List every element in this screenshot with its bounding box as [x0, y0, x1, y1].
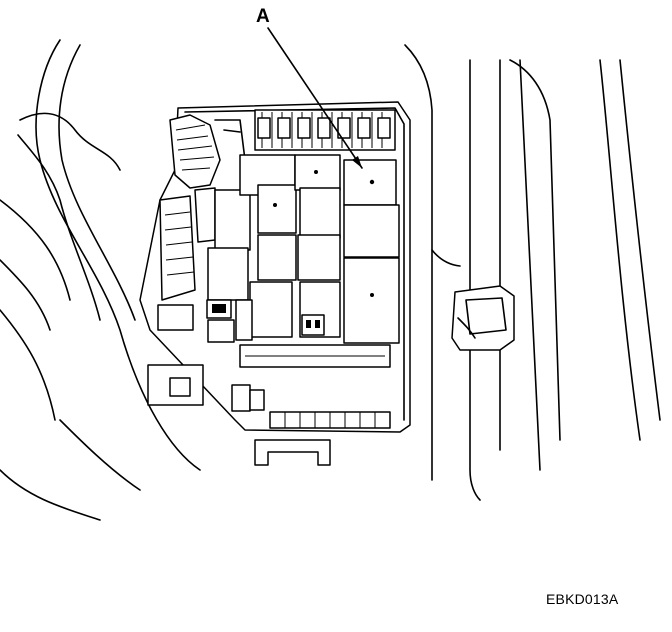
- figure-code: EBKD013A: [546, 591, 619, 607]
- callout-label-a: A: [256, 6, 270, 27]
- wire-harness: [169, 114, 246, 189]
- left-connector: [159, 187, 216, 301]
- left-pillar-outline: [0, 39, 201, 521]
- right-frame-outline: [404, 44, 661, 501]
- leader-arrow-icon: [267, 27, 363, 169]
- mini-fuses: [157, 299, 325, 343]
- top-fuse-row: [254, 109, 396, 151]
- lower-strip: [147, 344, 391, 466]
